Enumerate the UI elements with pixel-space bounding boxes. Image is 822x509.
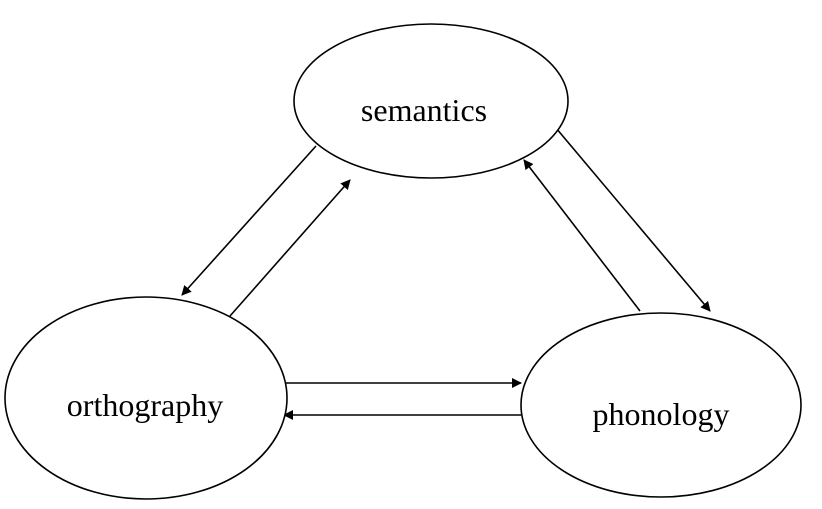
node-semantics: semantics — [293, 23, 569, 179]
arrow-orthography-to-semantics — [229, 179, 351, 317]
node-orthography: orthography — [4, 296, 288, 500]
semantics-ellipse — [293, 23, 569, 179]
orthography-label: orthography — [67, 387, 223, 423]
arrow-semantics-to-phonology — [555, 127, 711, 312]
arrows-group — [181, 127, 711, 420]
phonology-ellipse — [520, 312, 802, 498]
semantics-label: semantics — [361, 92, 487, 128]
arrow-semantics-to-orthography — [181, 145, 317, 296]
orthography-ellipse — [4, 296, 288, 500]
arrow-phonology-to-semantics — [523, 159, 641, 312]
node-phonology: phonology — [520, 312, 802, 498]
phonology-label: phonology — [593, 396, 730, 432]
